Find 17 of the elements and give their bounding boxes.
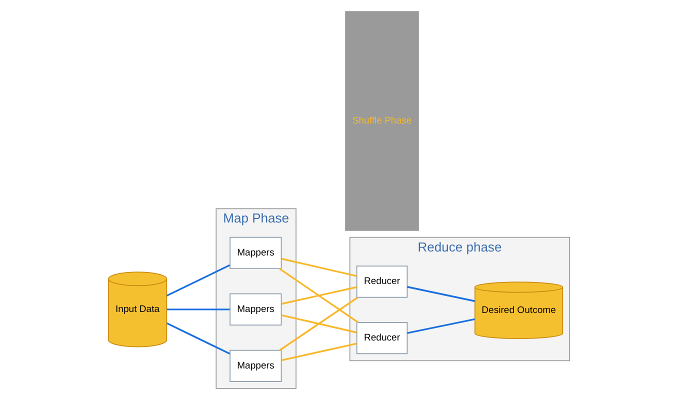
connector (279, 268, 359, 324)
connector (281, 314, 357, 334)
node-box: Mappers (230, 236, 282, 270)
node-box: Mappers (230, 293, 282, 326)
connector (281, 286, 357, 305)
connector (407, 318, 475, 334)
connector (166, 308, 230, 310)
node-box: Mappers (230, 350, 282, 382)
node-box: Shuffle Phase (345, 11, 419, 231)
connector (279, 296, 358, 351)
node-box: Reducer (356, 266, 408, 298)
connector (166, 322, 230, 355)
connector (407, 286, 475, 302)
connector (281, 342, 357, 362)
connector (166, 264, 230, 296)
node-box: Reducer (356, 322, 408, 354)
connector (281, 258, 357, 277)
